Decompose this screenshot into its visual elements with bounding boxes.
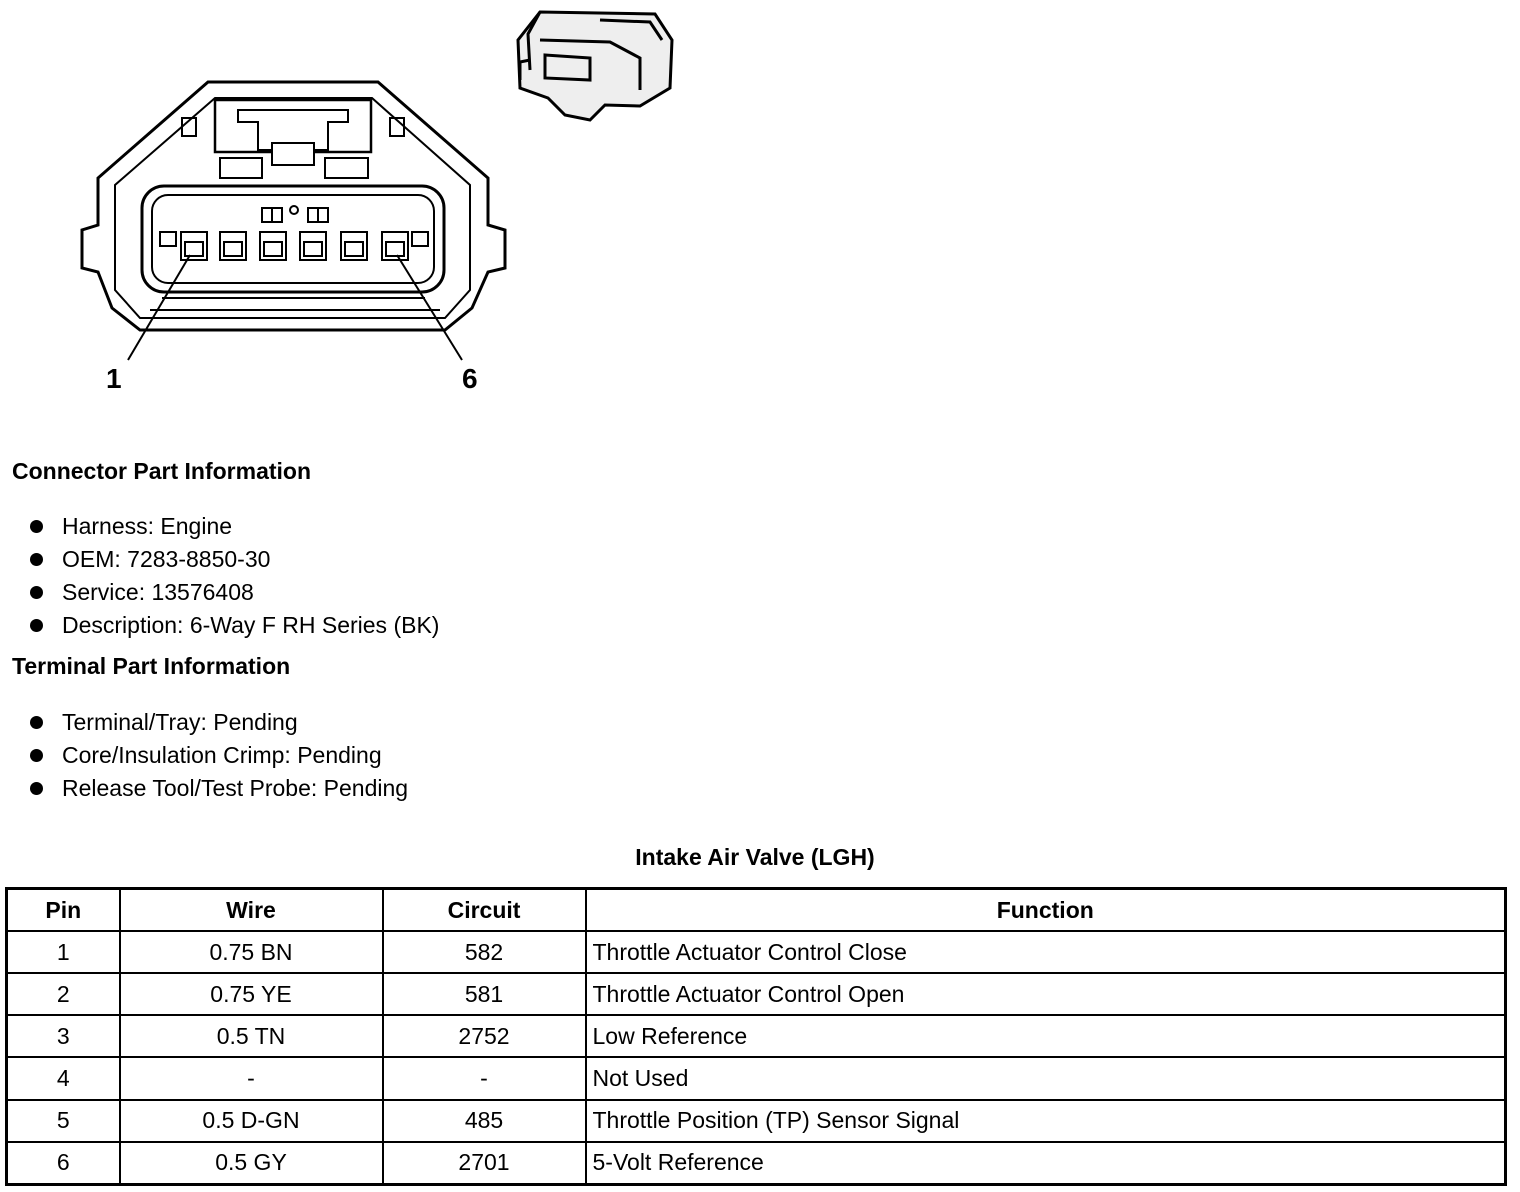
pin-table: Pin Wire Circuit Function 1 0.75 BN 582 … [5,887,1507,1186]
cell-pin: 6 [5,1140,121,1186]
cell-circuit: 581 [381,972,587,1017]
cell-pin: 5 [5,1098,121,1143]
table-row: 5 0.5 D-GN 485 Throttle Position (TP) Se… [5,1098,1507,1143]
table-row: 4 - - Not Used [5,1056,1507,1101]
connector-info-list: Harness: Engine OEM: 7283-8850-30 Servic… [28,510,439,642]
cell-function: Throttle Actuator Control Close [584,929,1507,975]
table-row: 6 0.5 GY 2701 5-Volt Reference [5,1140,1507,1186]
cell-function: Throttle Position (TP) Sensor Signal [584,1098,1507,1143]
cell-function: Not Used [584,1056,1507,1101]
list-item: Description: 6-Way F RH Series (BK) [28,609,439,642]
table-row: 3 0.5 TN 2752 Low Reference [5,1014,1507,1059]
cell-wire: 0.5 GY [118,1140,384,1186]
cell-circuit: 2701 [381,1140,587,1186]
cell-wire: 0.75 BN [118,929,384,975]
cell-function: Throttle Actuator Control Open [584,972,1507,1017]
cell-pin: 3 [5,1014,121,1059]
table-header-row: Pin Wire Circuit Function [5,887,1507,932]
header-function: Function [584,887,1507,932]
pin-label-1: 1 [106,363,122,394]
connector-info-title: Connector Part Information [12,458,312,484]
list-item: Harness: Engine [28,510,439,543]
header-pin: Pin [5,887,121,932]
cell-function: 5-Volt Reference [584,1140,1507,1186]
cell-wire: 0.75 YE [118,972,384,1017]
terminal-info-list: Terminal/Tray: Pending Core/Insulation C… [28,706,408,805]
cell-wire: 0.5 TN [118,1014,384,1059]
table-row: 1 0.75 BN 582 Throttle Actuator Control … [5,929,1507,975]
cell-function: Low Reference [584,1014,1507,1059]
cell-wire: - [118,1056,384,1101]
cell-circuit: 582 [381,929,587,975]
pin-label-6: 6 [462,363,478,394]
cell-pin: 4 [5,1056,121,1101]
cell-circuit: 485 [381,1098,587,1143]
table-row: 2 0.75 YE 581 Throttle Actuator Control … [5,972,1507,1017]
cell-circuit: - [381,1056,587,1101]
list-item: Core/Insulation Crimp: Pending [28,739,408,772]
list-item: Release Tool/Test Probe: Pending [28,772,408,805]
terminal-info-title: Terminal Part Information [12,653,291,679]
connector-3d-thumbnail [516,10,674,122]
header-circuit: Circuit [381,887,587,932]
cell-pin: 2 [5,972,121,1017]
list-item: Terminal/Tray: Pending [28,706,408,739]
list-item: OEM: 7283-8850-30 [28,543,439,576]
connector-diagram: 1 6 [80,10,674,394]
header-wire: Wire [118,887,384,932]
pin-table-title: Intake Air Valve (LGH) [635,844,875,870]
connector-face [80,80,507,361]
cell-wire: 0.5 D-GN [118,1098,384,1143]
cell-circuit: 2752 [381,1014,587,1059]
list-item: Service: 13576408 [28,576,439,609]
cell-pin: 1 [5,929,121,975]
